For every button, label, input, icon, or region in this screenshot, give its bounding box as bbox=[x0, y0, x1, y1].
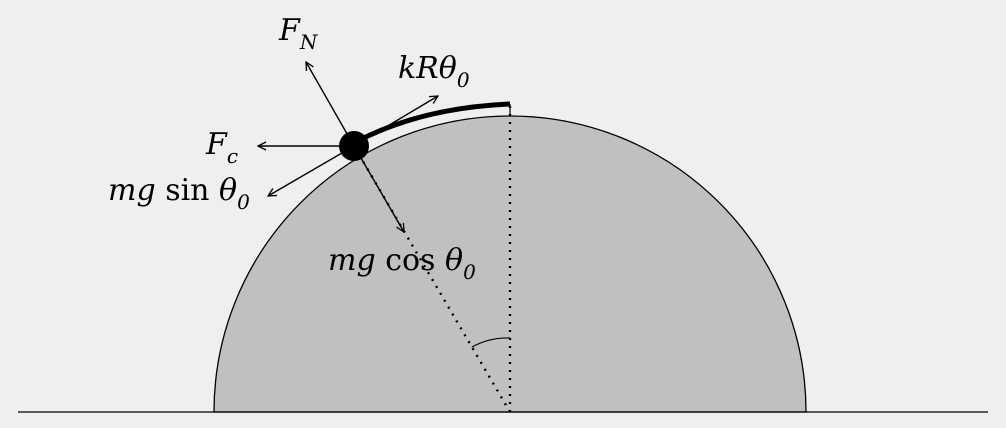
tangential-gravity-label: mg sin θ0 bbox=[108, 173, 250, 214]
tangential-gravity-label-pre: mg bbox=[108, 173, 165, 208]
normal-force-arrow bbox=[306, 62, 355, 147]
tension-label-sub: 0 bbox=[457, 68, 470, 92]
radial-gravity-label-sub: 0 bbox=[463, 260, 476, 284]
tangential-gravity-label-sub: 0 bbox=[237, 190, 250, 214]
centripetal-force-label-sub: c bbox=[227, 144, 238, 168]
normal-force-label: FN bbox=[278, 13, 319, 54]
tension-arrow bbox=[353, 96, 438, 147]
tangential-gravity-label-mid: θ bbox=[210, 173, 238, 208]
radial-gravity-label: mg cos θ0 bbox=[328, 243, 476, 284]
radial-gravity-label-pre: mg bbox=[328, 243, 385, 278]
hemisphere bbox=[213, 115, 807, 413]
centripetal-force-label-main: F bbox=[205, 127, 228, 162]
rope-curve bbox=[354, 101, 511, 145]
radial-gravity-label-mid: θ bbox=[435, 243, 463, 278]
angle-arc bbox=[471, 337, 511, 348]
tension-label: kRθ0 bbox=[398, 51, 470, 92]
tangential-gravity-label-fn: sin bbox=[165, 173, 209, 208]
radial-gravity-label-fn: cos bbox=[385, 243, 435, 278]
centripetal-force-label: Fc bbox=[205, 127, 238, 168]
radial-gravity-arrow bbox=[353, 145, 404, 232]
tension-label-main: kRθ bbox=[398, 51, 457, 86]
normal-force-label-sub: N bbox=[299, 30, 319, 54]
mass-ball bbox=[339, 131, 369, 161]
tangential-gravity-arrow bbox=[268, 145, 355, 196]
normal-force-label-main: F bbox=[278, 13, 301, 48]
